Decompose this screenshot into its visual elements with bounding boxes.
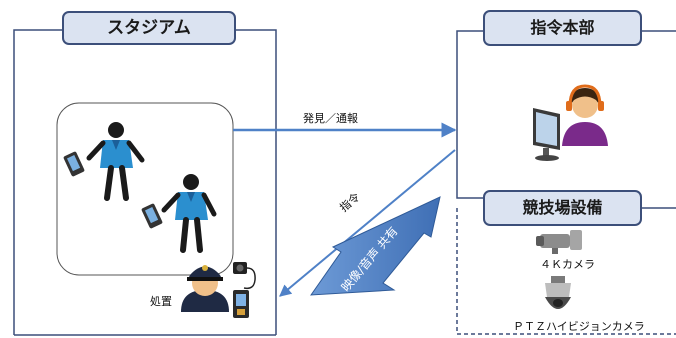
facility-title: 競技場設備 — [483, 190, 642, 226]
field-area — [56, 102, 234, 276]
report-flow-label: 発見／通報 — [303, 112, 358, 125]
handheld-terminal-icon — [233, 290, 249, 318]
police-officer-icon — [181, 265, 229, 312]
camera-4k-icon — [536, 230, 582, 254]
stadium-frame — [13, 29, 277, 336]
staff-person-1 — [86, 122, 145, 201]
camera-ptz-icon — [545, 276, 571, 309]
hq-frame — [456, 30, 490, 199]
body-camera-icon — [233, 262, 256, 290]
camera-ptz-label: ＰＴＺハイビジョンカメラ — [513, 320, 645, 333]
hq-title: 指令本部 — [483, 10, 642, 46]
share-arrow — [309, 196, 441, 296]
stadium-title: スタジアム — [62, 11, 236, 45]
smartphone-icon — [141, 203, 163, 229]
operator-icon — [562, 84, 608, 146]
monitor-icon — [533, 108, 560, 161]
staff-person-2 — [161, 174, 217, 253]
smartphone-icon — [63, 151, 85, 177]
camera-4k-label: ４Ｋカメラ — [540, 258, 595, 271]
command-arrow — [279, 149, 456, 297]
facility-frame — [456, 208, 676, 335]
action-label: 処置 — [150, 295, 172, 308]
